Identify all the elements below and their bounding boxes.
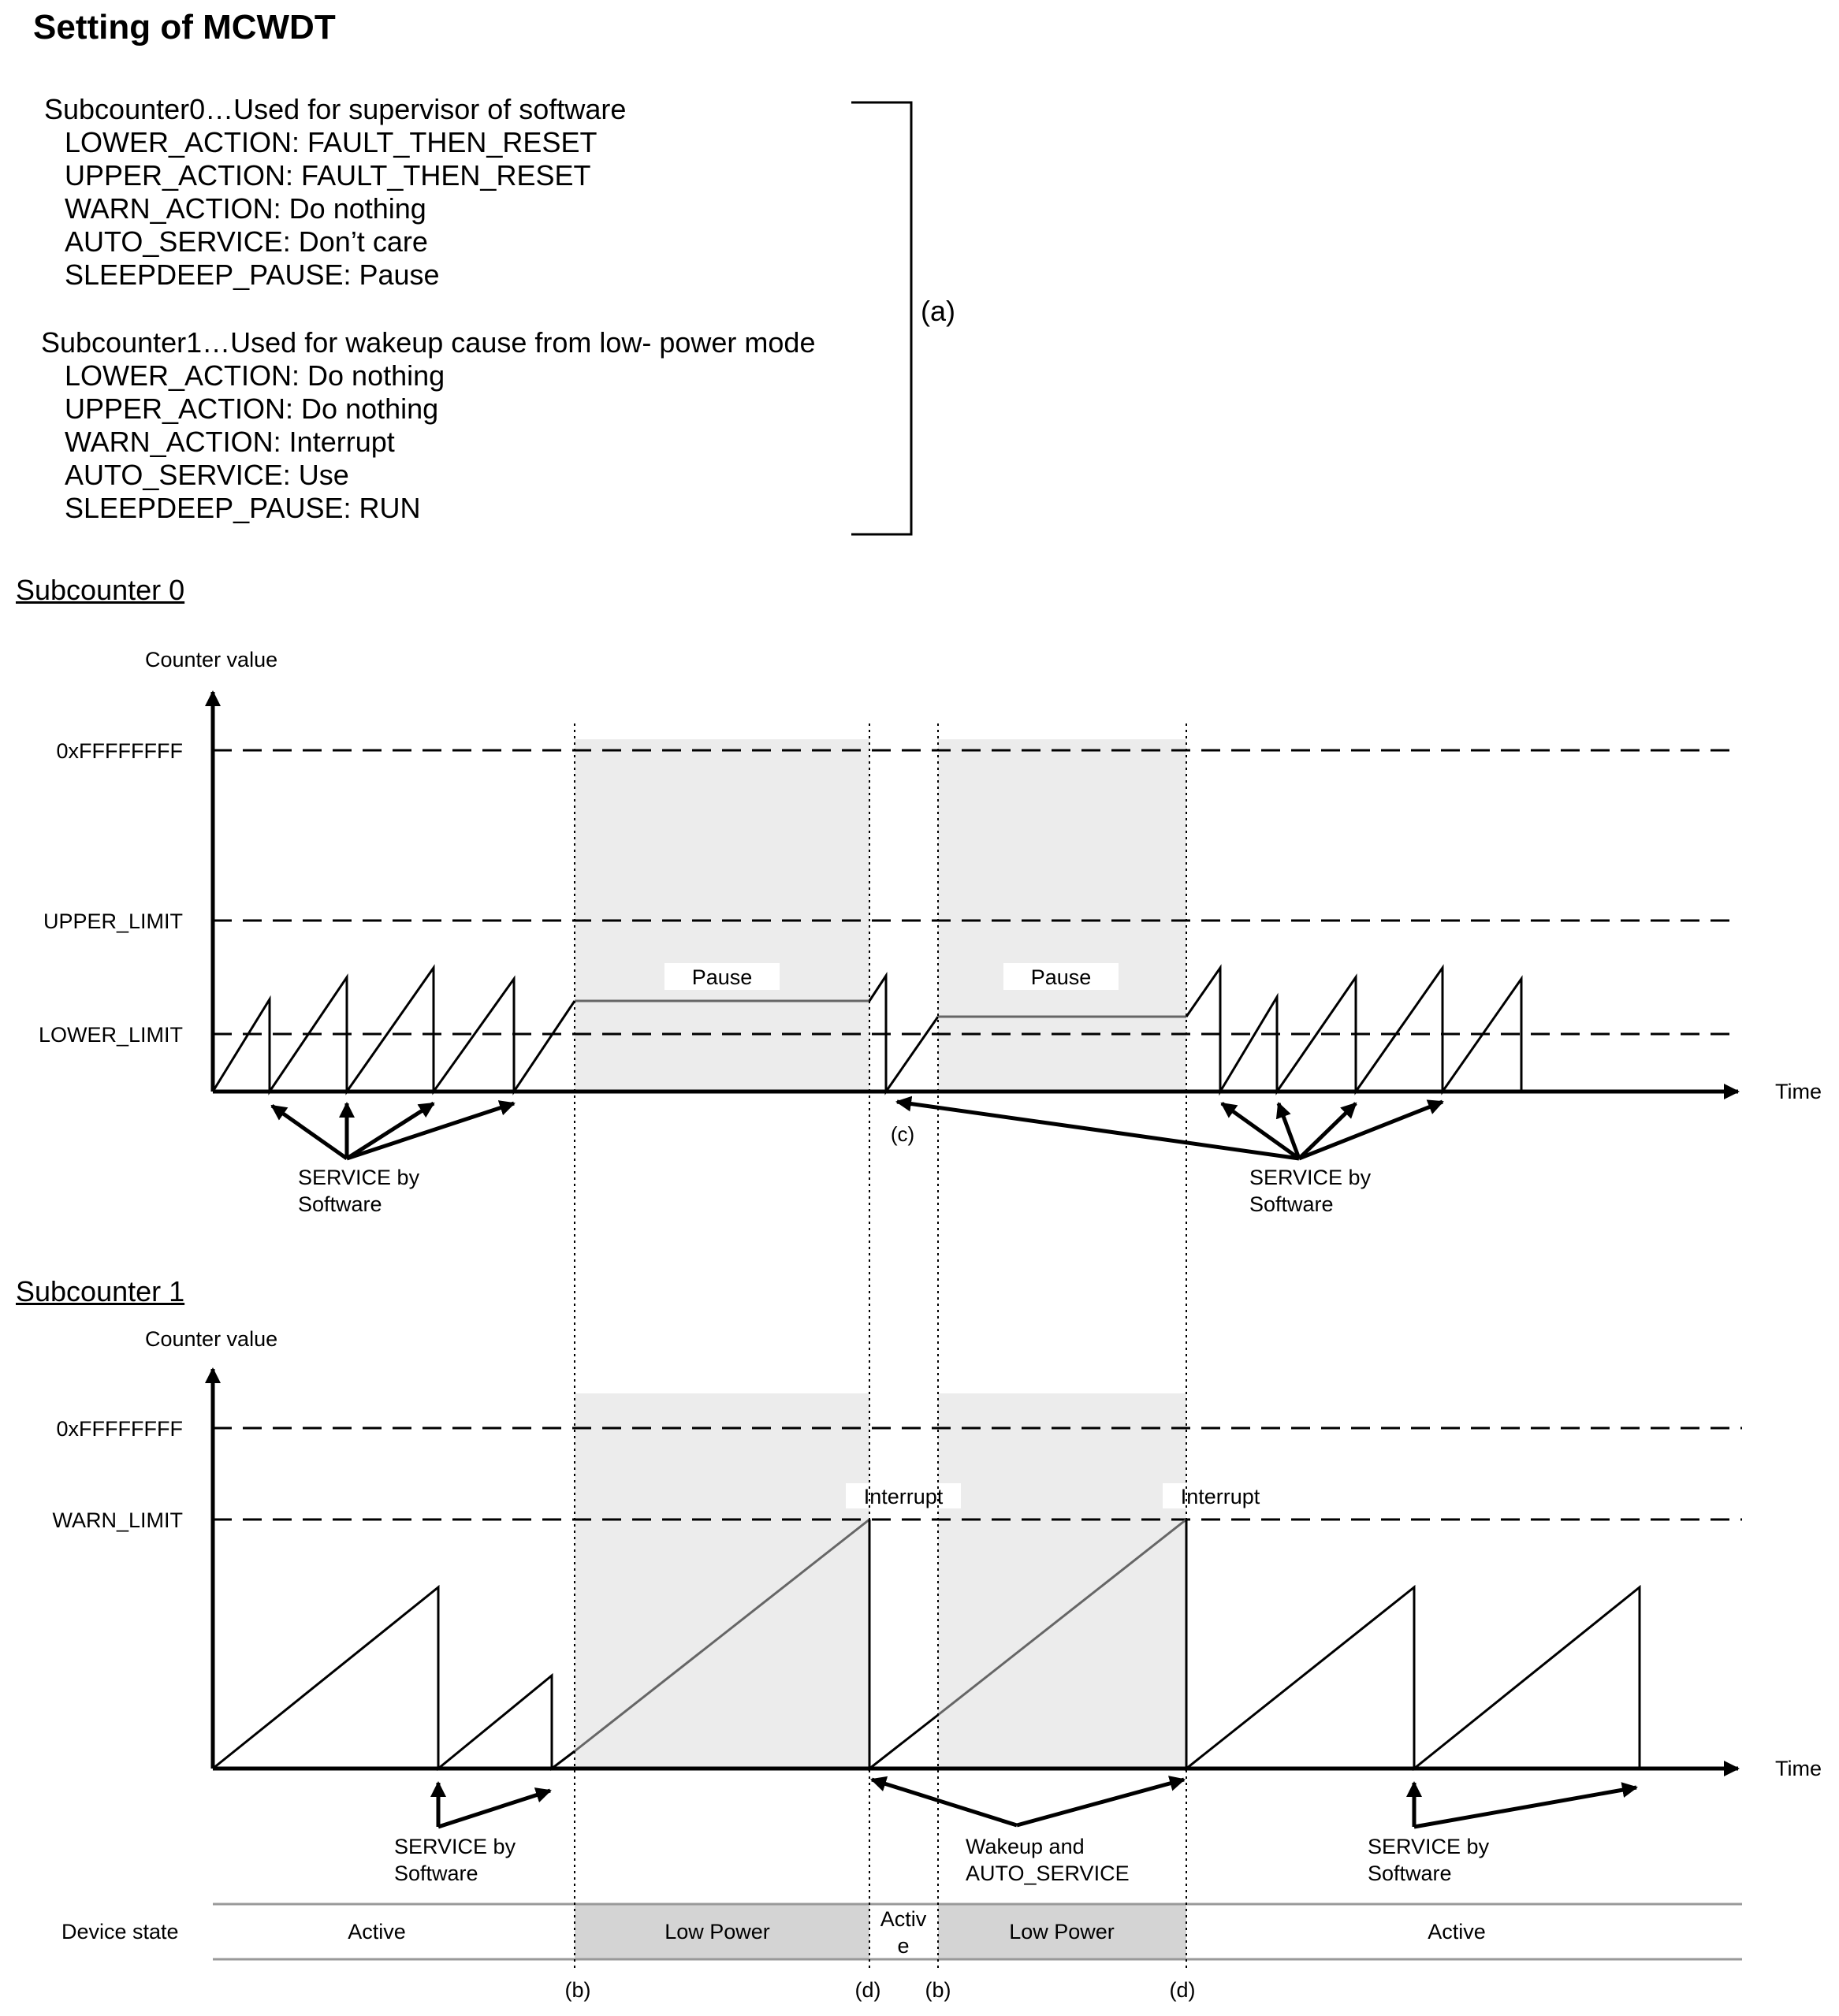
sub1-level-max-label: 0xFFFFFFFF	[57, 1417, 183, 1441]
sub0-config-line: LOWER_ACTION: FAULT_THEN_RESET	[65, 126, 597, 158]
marker-b: (b)	[565, 1978, 591, 2002]
sub1-config-line: SLEEPDEEP_PAUSE: RUN	[65, 492, 421, 524]
page-title: Setting of MCWDT	[33, 8, 336, 46]
sub1-xlabel: Time	[1775, 1757, 1822, 1780]
config-bracket	[851, 101, 913, 536]
state-lowpower-band	[575, 1904, 869, 1959]
state-lowpower: Low Power	[664, 1920, 770, 1943]
sub1-ylabel: Counter value	[145, 1327, 277, 1351]
sub0-pause-region	[575, 739, 869, 1092]
marker-d: (d)	[855, 1978, 881, 2002]
interrupt-label-box	[846, 1483, 961, 1508]
transition-lines	[574, 723, 1187, 1972]
pause-label: Pause	[692, 965, 753, 989]
state-active-short: e	[897, 1934, 909, 1958]
sub0-counter-trace	[868, 971, 940, 1095]
marker-d: (d)	[1170, 1978, 1196, 2002]
bracket-label-a: (a)	[921, 295, 955, 327]
state-lowpower-band	[938, 1904, 1186, 1959]
sub1-config-line: LOWER_ACTION: Do nothing	[65, 359, 445, 392]
sub1-wakeup-arrows	[870, 1776, 1186, 1828]
sub0-counter-trace	[211, 964, 576, 1095]
sub1-service-arrows-right	[1406, 1781, 1638, 1829]
pause-label-box	[664, 963, 780, 990]
state-lowpower: Low Power	[1009, 1920, 1115, 1943]
sub1-counter-trace	[212, 1584, 575, 1772]
subcounter1-title: Subcounter 1	[16, 1275, 185, 1307]
sub1-counter-trace	[868, 1519, 939, 1772]
pause-label-box	[1003, 963, 1119, 990]
interrupt-label: Interrupt	[1181, 1485, 1260, 1508]
sub1-config-line: WARN_ACTION: Interrupt	[65, 426, 395, 458]
sub0-service-label: Software	[298, 1192, 382, 1216]
sub0-service-arrows-left	[270, 1100, 516, 1161]
marker-c: (c)	[891, 1122, 914, 1146]
sub0-service-label: SERVICE by	[298, 1166, 420, 1189]
sub1-lowpower-region	[575, 1393, 869, 1769]
state-active: Active	[348, 1920, 406, 1943]
sub0-config-line: WARN_ACTION: Do nothing	[65, 192, 426, 225]
sub1-config-line: UPPER_ACTION: Do nothing	[65, 392, 439, 425]
sub1-config-header: Subcounter1…Used for wakeup cause from l…	[41, 326, 816, 359]
sub0-config-header: Subcounter0…Used for supervisor of softw…	[44, 93, 627, 125]
device-state-label: Device state	[61, 1920, 179, 1943]
sub1-service-arrows-left	[430, 1781, 552, 1829]
sub0-service-arrows-right	[895, 1095, 1444, 1161]
state-active-short: Activ	[880, 1907, 927, 1931]
sub1-service-label: SERVICE by	[1368, 1835, 1490, 1858]
sub1-config-line: AUTO_SERVICE: Use	[65, 459, 349, 491]
sub0-level-max-label: 0xFFFFFFFF	[57, 739, 183, 763]
sub1-counter-lowpower	[574, 1518, 870, 1753]
sub0-service-label: SERVICE by	[1249, 1166, 1372, 1189]
sub0-ylabel: Counter value	[145, 648, 277, 671]
sub1-level-warn-label: WARN_LIMIT	[52, 1508, 183, 1532]
pause-label: Pause	[1031, 965, 1092, 989]
interrupt-label-box	[1163, 1483, 1278, 1508]
sub0-service-label: Software	[1249, 1192, 1334, 1216]
sub0-level-upper-label: UPPER_LIMIT	[43, 909, 183, 933]
interrupt-label: Interrupt	[864, 1485, 944, 1508]
sub0-config-line: AUTO_SERVICE: Don’t care	[65, 225, 428, 258]
sub0-pause-region	[938, 739, 1186, 1092]
sub1-counter-trace	[1185, 1519, 1641, 1772]
sub1-wakeup-label: AUTO_SERVICE	[966, 1862, 1130, 1885]
sub1-lowpower-region	[938, 1393, 1186, 1769]
sub0-level-lower-label: LOWER_LIMIT	[39, 1023, 183, 1047]
sub0-xlabel: Time	[1775, 1080, 1822, 1103]
sub1-service-label: Software	[394, 1862, 478, 1885]
sub1-counter-lowpower	[937, 1518, 1187, 1717]
sub0-counter-trace	[1185, 964, 1523, 1096]
sub1-wakeup-label: Wakeup and	[966, 1835, 1085, 1858]
subcounter0-title: Subcounter 0	[16, 574, 185, 606]
sub1-service-label: SERVICE by	[394, 1835, 516, 1858]
sub0-config-line: UPPER_ACTION: FAULT_THEN_RESET	[65, 159, 591, 192]
marker-b: (b)	[925, 1978, 951, 2002]
sub1-service-label: Software	[1368, 1862, 1452, 1885]
state-active: Active	[1428, 1920, 1486, 1943]
sub0-config-line: SLEEPDEEP_PAUSE: Pause	[65, 259, 440, 291]
